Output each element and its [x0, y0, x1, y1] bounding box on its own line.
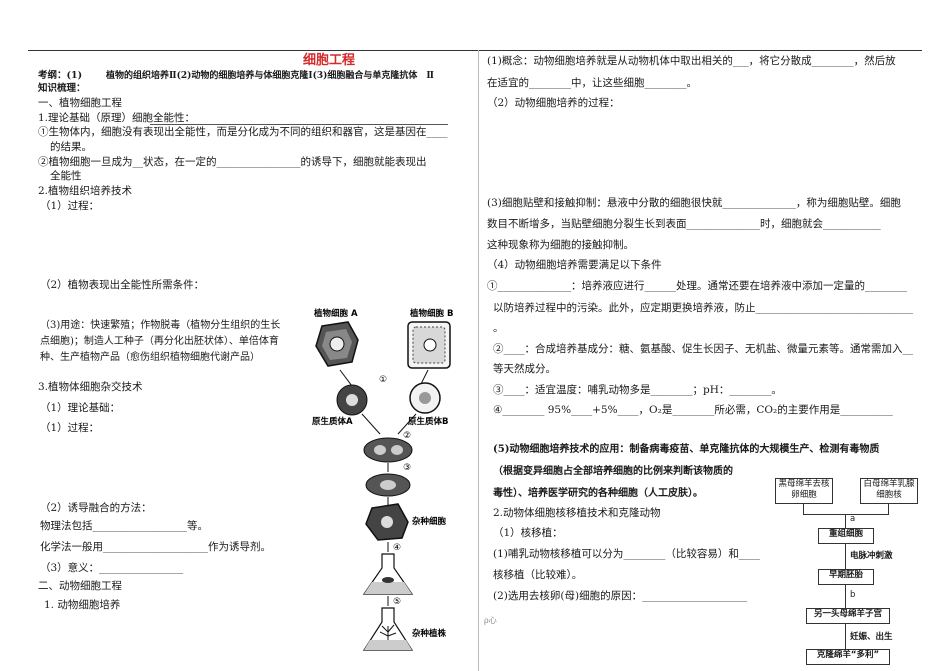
r-application-cont: （根据变异细胞占全部培养细胞的比例来判断该物质的 [493, 466, 733, 477]
label-pregnancy: 妊娠、出生 [850, 632, 893, 642]
item-1a: ①生物体内，细胞没有表现出全能性，而是分化成为不同的组织和器官，这是基因在___… [38, 126, 448, 138]
item-1b-cont: 全能性 [50, 170, 82, 182]
item-3-3: （3）意义：________________ [40, 562, 184, 574]
r-cond-2: ②____：合成培养基成分：糖、氨基酸、促生长因子、无机盐、微量元素等。通常需加… [493, 343, 913, 355]
item-2-3a: （3)用途：快速繁殖；作物脱毒（植物分生组织的生长 [40, 320, 281, 331]
protoplast-a-label: 原生质体A [312, 416, 353, 427]
box-mammary-nucleus: 白母绵羊乳腺细胞核 [860, 478, 918, 504]
top-rule [28, 50, 922, 51]
r-nt-1b: 核移植（比较难）。 [493, 569, 583, 581]
item-1: 1.理论基础（原理）细胞全能性： [38, 112, 196, 124]
item-3-1: （1）理论基础： [40, 402, 121, 414]
item-3: 3.植物体细胞杂交技术 [38, 381, 143, 393]
sort-label: 知识梳理： [38, 83, 86, 94]
item-1b: ②植物细胞一旦成为__状态，在一定的________________的诱导下，细… [38, 156, 427, 168]
r-nuclear-transfer: 2.动物体细胞核移植技术和克隆动物 [493, 507, 661, 519]
r-concept: (1)概念：动物细胞培养就是从动物机体中取出相关的___，将它分散成______… [487, 55, 896, 67]
r-nt-1a: (1)哺乳动物核移植可以分为________（比较容易）和____ [493, 548, 760, 560]
flow-line [803, 504, 804, 514]
item-2: 2.植物组织培养技术 [38, 185, 133, 197]
box-enucleated-egg: 黑母绵羊去核卵细胞 [775, 478, 833, 504]
item-2-2: （2）植物表现出全能性所需条件： [40, 279, 205, 291]
hybrid-cell-label: 杂种细胞 [412, 516, 447, 527]
r-cond-1c: 。 [493, 322, 504, 334]
box-dolly: 克隆绵羊“多利” [806, 649, 890, 665]
item-2-3c: 种、生产植物产品（愈伤组织植物细胞代谢产品） [40, 352, 260, 363]
flow-line [888, 504, 889, 514]
label-a: a [850, 514, 856, 524]
r-conditions: （4）动物细胞培养需要满足以下条件 [487, 259, 662, 271]
label-electric-shock: 电脉冲刺激 [850, 551, 893, 561]
r-application: (5)动物细胞培养技术的应用：制备病毒疫苗、单克隆抗体的大规模生产、检测有毒物质 [493, 444, 880, 455]
step-3-label: ③ [403, 463, 411, 473]
protoplast-a-icon [336, 384, 368, 416]
page-title: 细胞工程 [303, 53, 356, 68]
section-heading: 一、植物细胞工程 [38, 97, 122, 109]
culture-flask-icon [362, 553, 414, 595]
plant-cell-b-icon [407, 321, 451, 369]
r-adherence: (3)细胞贴壁和接触抑制：悬液中分散的细胞很快就______________，称… [487, 197, 901, 209]
plant-hybridization-diagram: 植物细胞 A 植物细胞 B ① 原生质体A 原生质体B ② ③ [312, 308, 453, 651]
fusing-cells-icon [363, 437, 413, 463]
r-cond-1: ①______________：培养液应进行______处理。通常还要在培养液中… [487, 280, 907, 292]
r-cond-4: ④________ 95%____+5%____，O₂是________所必需，… [493, 404, 893, 416]
box-early-embryo: 早期胚胎 [818, 569, 874, 585]
r-cond-1b: 以防培养过程中的污染。此外，应定期更换培养液，防止_______________… [493, 302, 913, 314]
flow-line [845, 514, 846, 528]
hybrid-cell-icon [365, 503, 409, 541]
flow-line [845, 584, 846, 608]
r-adherence-cont: 数目不断增多，当贴壁细胞分裂生长到表面______________时，细胞就会_… [487, 218, 881, 230]
item-3-1b: （1）过程： [40, 422, 100, 434]
step-1-label: ① [379, 375, 387, 385]
underline [150, 124, 448, 125]
item-2-3b: 点细胞)；制造人工种子（再分化出胚状体）、单倍体育 [40, 336, 279, 347]
r-nt-2: (2)选用去核卵(母)细胞的原因：____________________ [493, 590, 748, 602]
protoplast-b-label: 原生质体B [408, 416, 448, 427]
section-heading-2: 二、动物细胞工程 [38, 580, 122, 592]
exam-text: 植物的组织培养Ⅱ(2)动物的细胞培养与体细胞克隆Ⅰ(3)细胞融合与单克隆抗体 Ⅱ [106, 71, 434, 81]
hybrid-plant-label: 杂种植株 [412, 628, 447, 639]
item-3-2a: 物理法包括__________________等。 [40, 520, 208, 532]
r-application-cont2: 毒性）、培养医学研究的各种细胞（人工皮肤）。 [493, 488, 703, 499]
r-cond-3: ③____：适宜温度：哺乳动物多是________；pH：________。 [493, 384, 782, 396]
fused-cell-icon [365, 473, 411, 497]
r-nt-1: （1）核移植： [493, 527, 563, 539]
exam-label: 考纲：(1) [38, 70, 83, 81]
box-surrogate-uterus: 另一头母绵羊子宫 [806, 608, 890, 624]
cell-b-label: 植物细胞 B [409, 308, 453, 319]
item-2-1-animal: 1. 动物细胞培养 [44, 599, 121, 611]
cell-a-label: 植物细胞 A [313, 308, 358, 319]
flow-line [845, 623, 846, 649]
item-1a-cont: 的结果。 [50, 141, 92, 153]
step-2-label: ② [403, 431, 411, 441]
footer-mark: ρ心 [484, 616, 497, 625]
label-b: b [850, 590, 856, 600]
plant-cell-a-icon [315, 321, 359, 367]
plantlet-flask-icon [362, 607, 414, 651]
r-cond-2b: 等天然成分。 [493, 363, 556, 375]
step-5-label: ⑤ [393, 597, 401, 607]
r-concept-cont: 在适宜的________中，让这些细胞________。 [487, 77, 697, 89]
r-adherence-cont2: 这种现象称为细胞的接触抑制。 [487, 239, 634, 251]
item-2-1: （1）过程： [40, 200, 100, 212]
r-process: （2）动物细胞培养的过程： [487, 97, 620, 109]
protoplast-b-icon [409, 382, 441, 414]
item-3-2: （2）诱导融合的方法： [40, 502, 152, 514]
column-divider [478, 50, 479, 671]
flow-line [803, 514, 889, 515]
flow-line [845, 543, 846, 569]
step-4-label: ④ [393, 543, 401, 553]
item-3-2b: 化学法一般用____________________作为诱导剂。 [40, 541, 271, 553]
box-recombinant-cell: 重组细胞 [818, 528, 874, 544]
